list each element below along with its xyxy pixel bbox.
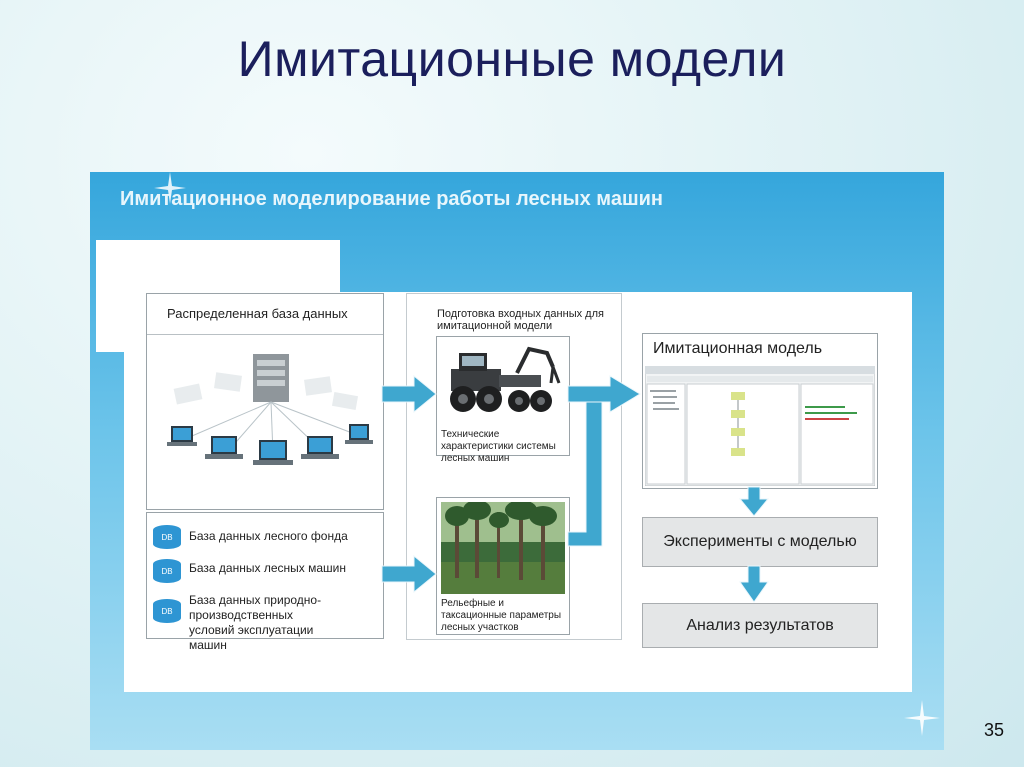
db-forest-machines: База данных лесных машин — [189, 561, 346, 575]
forest-box: Рельефные и таксационные параметры лесны… — [436, 497, 570, 635]
database-icon: DB — [153, 599, 181, 623]
simulation-model-title: Имитационная модель — [653, 340, 823, 357]
db-natural-conditions: База данных природно-производственных ус… — [189, 593, 322, 652]
database-icon: DB — [153, 525, 181, 549]
experiments-box: Эксперименты с моделью — [642, 517, 878, 567]
network-illustration — [167, 354, 373, 465]
software-screenshot — [645, 366, 875, 486]
simulation-model-box: Имитационная модель — [642, 333, 878, 489]
databases-box: DB База данных лесного фонда DB База дан… — [146, 512, 384, 652]
database-icon: DB — [153, 559, 181, 583]
forest-machine-illustration — [450, 346, 561, 412]
panel-heading: Имитационное моделирование работы лесных… — [120, 188, 663, 210]
input-data-header: Подготовка входных данных для имитационн… — [437, 308, 604, 332]
machine-box: Технические характеристики системы лесны… — [436, 336, 570, 464]
distributed-db-box: Распределенная база данных — [146, 293, 384, 510]
divider — [147, 334, 383, 335]
sparkle-icon — [904, 700, 940, 736]
sparkle-icon — [154, 172, 186, 204]
forest-photo — [441, 502, 565, 594]
page-number: 35 — [983, 720, 1004, 740]
slide-title: Имитационные модели — [237, 31, 787, 87]
machine-caption: Технические характеристики системы лесны… — [441, 429, 556, 464]
forest-caption: Рельефные и таксационные параметры лесны… — [441, 598, 562, 633]
db-forest-fund: База данных лесного фонда — [189, 529, 348, 543]
analysis-box: Анализ результатов — [642, 603, 878, 648]
distributed-db-label: Распределенная база данных — [167, 306, 348, 321]
